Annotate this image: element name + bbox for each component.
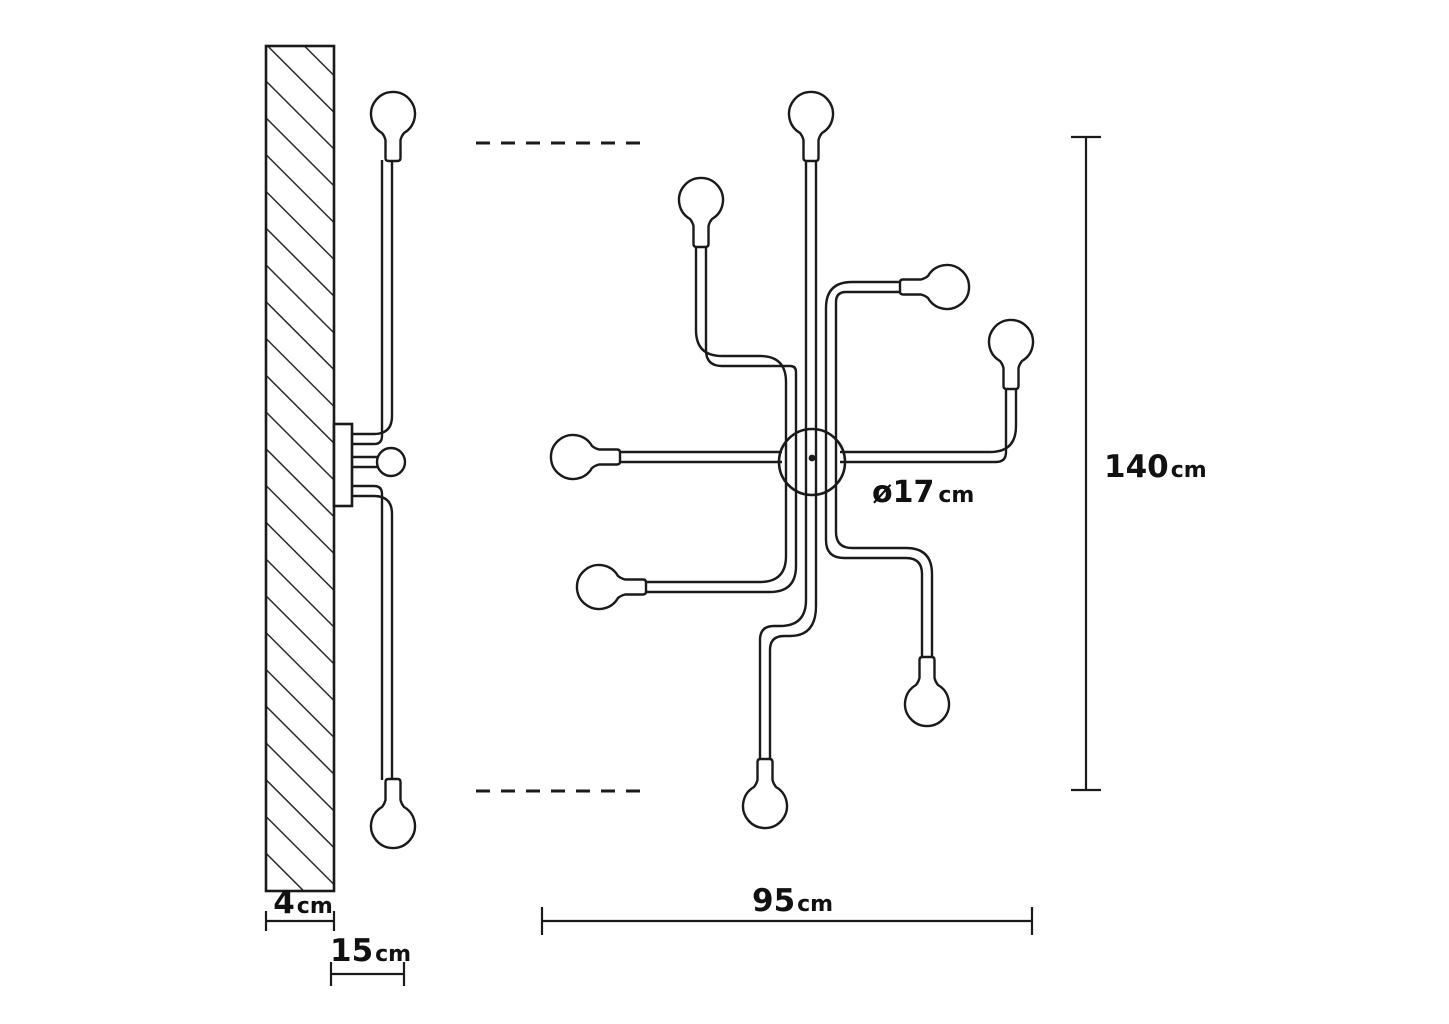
- arm-up-center: [787, 90, 835, 470]
- side-arm-upper-inner: [352, 160, 384, 446]
- arm-upper-right: [824, 263, 971, 470]
- arm-bottom-hanging-right-inner: [824, 470, 924, 658]
- wall-section: [264, 44, 336, 893]
- side-arm-lower-inner: [352, 484, 384, 780]
- projection-dimension: 15cm: [329, 933, 411, 986]
- hub-diameter-value: ø: [872, 475, 893, 510]
- arm-right-upper-far: [840, 318, 1035, 464]
- front-elevation-view: [549, 90, 1035, 830]
- arm-lower-left-inner: [646, 470, 798, 594]
- projection-value: 15: [330, 933, 373, 969]
- wall-thickness-unit: cm: [297, 894, 333, 919]
- arm-bottom-hanging-right: [824, 470, 951, 728]
- arm-bottom-hanging-left-outer: [758, 470, 808, 760]
- side-arm-upper-outer: [352, 160, 394, 436]
- hub-diameter-number: 17: [893, 475, 935, 510]
- width-dimension: 95cm: [540, 883, 1034, 935]
- height-unit: cm: [1171, 458, 1207, 483]
- arm-lower-left-outer: [646, 470, 788, 584]
- arm-upper-right-inner: [834, 290, 900, 470]
- width-dimension-label: 95cm: [752, 883, 833, 919]
- wall-thickness-label: 4cm: [273, 885, 333, 921]
- side-hub-sphere: [375, 446, 407, 478]
- hub-center-point: [808, 454, 816, 462]
- wall-mount-plate: [332, 422, 354, 508]
- arm-bottom-hanging-right-outer: [834, 470, 934, 658]
- arm-bottom-hanging-left: [741, 470, 818, 830]
- wall-thickness-value: 4: [273, 885, 295, 921]
- arm-bottom-hanging-left-inner: [768, 470, 818, 760]
- width-unit: cm: [797, 892, 833, 917]
- projection-label: 15cm: [330, 933, 411, 969]
- wall-hatch-body: [264, 44, 336, 893]
- arm-upper-left: [677, 176, 798, 470]
- arm-upper-left-inner: [704, 246, 798, 470]
- wall-thickness-dimension: 4cm: [264, 885, 336, 931]
- arm-right-upper-far-inner: [840, 388, 1008, 464]
- arm-right-upper-far-outer: [840, 388, 1018, 454]
- side-arm-lower-outer: [352, 494, 394, 780]
- arm-lower-left: [575, 470, 798, 611]
- arm-upper-left-outer: [694, 246, 788, 470]
- height-dimension-label: 140cm: [1104, 449, 1207, 485]
- projection-unit: cm: [375, 942, 411, 967]
- arm-left-center: [549, 433, 782, 481]
- central-hub-disc: [777, 427, 847, 497]
- height-dimension: 140cm: [1071, 135, 1207, 792]
- side-elevation-view: [264, 44, 417, 893]
- hub-diameter-unit: cm: [938, 483, 974, 508]
- arm-upper-right-outer: [824, 280, 900, 470]
- height-value: 140: [1104, 449, 1169, 485]
- width-value: 95: [752, 883, 795, 919]
